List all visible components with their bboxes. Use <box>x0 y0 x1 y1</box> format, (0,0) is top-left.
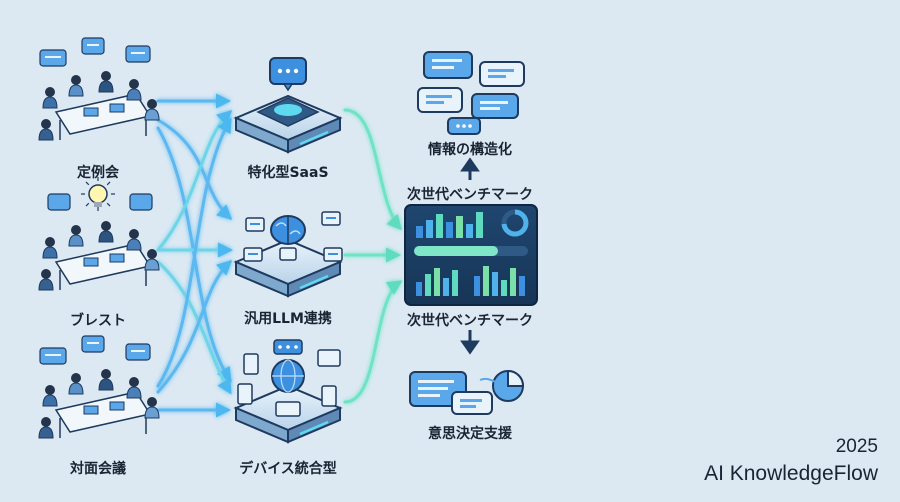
speech-bubbles-icon <box>39 335 151 365</box>
output-label-decision-support: 意思決定支援 <box>428 426 512 442</box>
person-icon <box>98 221 114 243</box>
hub-label-top: 次世代ベンチマーク <box>407 187 533 203</box>
dashboard-progress-bar <box>414 246 528 256</box>
speech-bubbles-icon <box>47 177 153 211</box>
platform-llm-icon <box>233 211 343 298</box>
flow-lines-platforms <box>343 108 403 404</box>
decision-support-icon <box>409 369 525 415</box>
dashboard-top-bars <box>416 212 483 238</box>
person-icon <box>144 249 160 271</box>
source-label-in-person-meeting: 対面会議 <box>70 461 126 477</box>
flow-line <box>156 259 233 394</box>
footer-brand-name: AI KnowledgeFlow <box>704 462 878 485</box>
globe-icon <box>271 359 305 393</box>
hub-arrows <box>460 157 480 355</box>
person-icon <box>98 71 114 93</box>
footer-year: 2025 <box>835 436 878 457</box>
meeting-group-icon <box>38 335 160 439</box>
platform-label-specialized-saas: 特化型SaaS <box>247 165 329 181</box>
person-icon <box>42 385 58 407</box>
platform-label-device-integration: デバイス統合型 <box>239 461 337 477</box>
flow-line <box>156 117 232 388</box>
person-icon <box>126 229 142 251</box>
chat-bubble <box>423 51 473 79</box>
dashboard-bottom-bars <box>416 266 525 296</box>
person-icon <box>68 225 84 247</box>
person-icon <box>42 87 58 109</box>
platform-device-icon <box>233 339 343 444</box>
meeting-group-icon <box>38 37 160 141</box>
dashboard-ring-chart <box>501 209 529 237</box>
chat-bubble <box>471 93 519 119</box>
platform-saas-icon <box>233 57 343 154</box>
person-icon <box>68 75 84 97</box>
person-icon <box>126 79 142 101</box>
source-label-regular-meeting: 定例会 <box>77 165 119 181</box>
chat-bubble <box>451 391 493 415</box>
flow-line <box>156 109 233 252</box>
flow-line <box>343 108 402 231</box>
flow-line <box>343 280 403 404</box>
chat-bubbles-icon <box>417 51 525 135</box>
person-icon <box>42 237 58 259</box>
person-icon <box>38 417 54 439</box>
person-icon <box>38 119 54 141</box>
chat-bubble <box>417 87 463 113</box>
speech-bubbles-icon <box>39 37 151 67</box>
pie-chart-icon <box>492 369 525 402</box>
benchmark-dashboard <box>404 204 538 306</box>
flow-lines-sources <box>156 93 233 418</box>
flow-line <box>156 260 232 395</box>
chat-bubble <box>447 117 481 135</box>
person-icon <box>126 377 142 399</box>
person-icon <box>68 373 84 395</box>
person-icon <box>38 269 54 291</box>
hub-label-bottom: 次世代ベンチマーク <box>407 313 533 329</box>
brain-icon <box>270 215 306 245</box>
meeting-group-icon <box>38 177 160 291</box>
output-label-structuring: 情報の構造化 <box>428 142 512 158</box>
person-icon <box>144 99 160 121</box>
person-icon <box>144 397 160 419</box>
source-label-brainstorm: ブレスト <box>70 313 126 329</box>
chat-bubble <box>479 61 525 87</box>
platform-label-llm-integration: 汎用LLM連携 <box>244 311 332 327</box>
flow-line <box>156 118 233 221</box>
person-icon <box>98 369 114 391</box>
chat-bubble-icon <box>269 57 307 92</box>
